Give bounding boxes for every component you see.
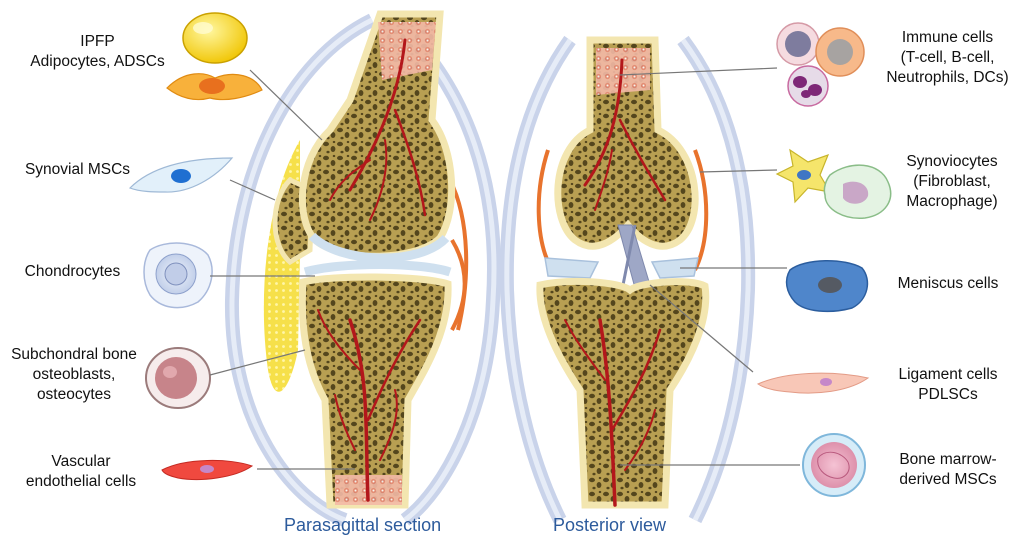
osteoblast-icon bbox=[146, 348, 210, 408]
tibia bbox=[302, 277, 448, 505]
ligament-cell-icon bbox=[758, 373, 868, 393]
label-chondrocytes: Chondrocytes bbox=[5, 262, 140, 282]
posterior-tibia bbox=[540, 281, 706, 505]
label-synoviocytes: Synoviocytes (Fibroblast, Macrophage) bbox=[888, 152, 1016, 212]
label-meniscus: Meniscus cells bbox=[882, 274, 1014, 294]
label-subchondral: Subchondral bone osteoblasts, osteocytes bbox=[0, 345, 148, 405]
immune-cells-icon bbox=[777, 23, 864, 106]
adscs-icon bbox=[167, 74, 262, 100]
synoviocytes-icon bbox=[777, 150, 891, 218]
endothelial-cell-icon bbox=[162, 460, 252, 479]
caption-posterior: Posterior view bbox=[553, 515, 666, 536]
chondrocyte-icon bbox=[144, 243, 212, 308]
bone-marrow-msc-icon bbox=[803, 434, 865, 496]
label-synovial-mscs: Synovial MSCs bbox=[5, 160, 150, 180]
label-bone-marrow: Bone marrow- derived MSCs bbox=[882, 450, 1014, 490]
posterior-synovium bbox=[539, 150, 552, 270]
posterior-view bbox=[507, 40, 748, 520]
fat-pad bbox=[264, 140, 300, 392]
label-ipfp: IPFP Adipocytes, ADSCs bbox=[15, 32, 180, 72]
meniscus-cell-icon bbox=[787, 261, 868, 312]
adipocyte-icon bbox=[183, 13, 247, 63]
label-immune: Immune cells (T-cell, B-cell, Neutrophil… bbox=[880, 28, 1015, 88]
caption-parasagittal: Parasagittal section bbox=[284, 515, 441, 536]
meniscus-left bbox=[545, 258, 598, 278]
label-vascular: Vascular endothelial cells bbox=[20, 452, 142, 492]
tibial-cartilage bbox=[305, 265, 450, 273]
label-ligament: Ligament cells PDLSCs bbox=[882, 365, 1014, 405]
